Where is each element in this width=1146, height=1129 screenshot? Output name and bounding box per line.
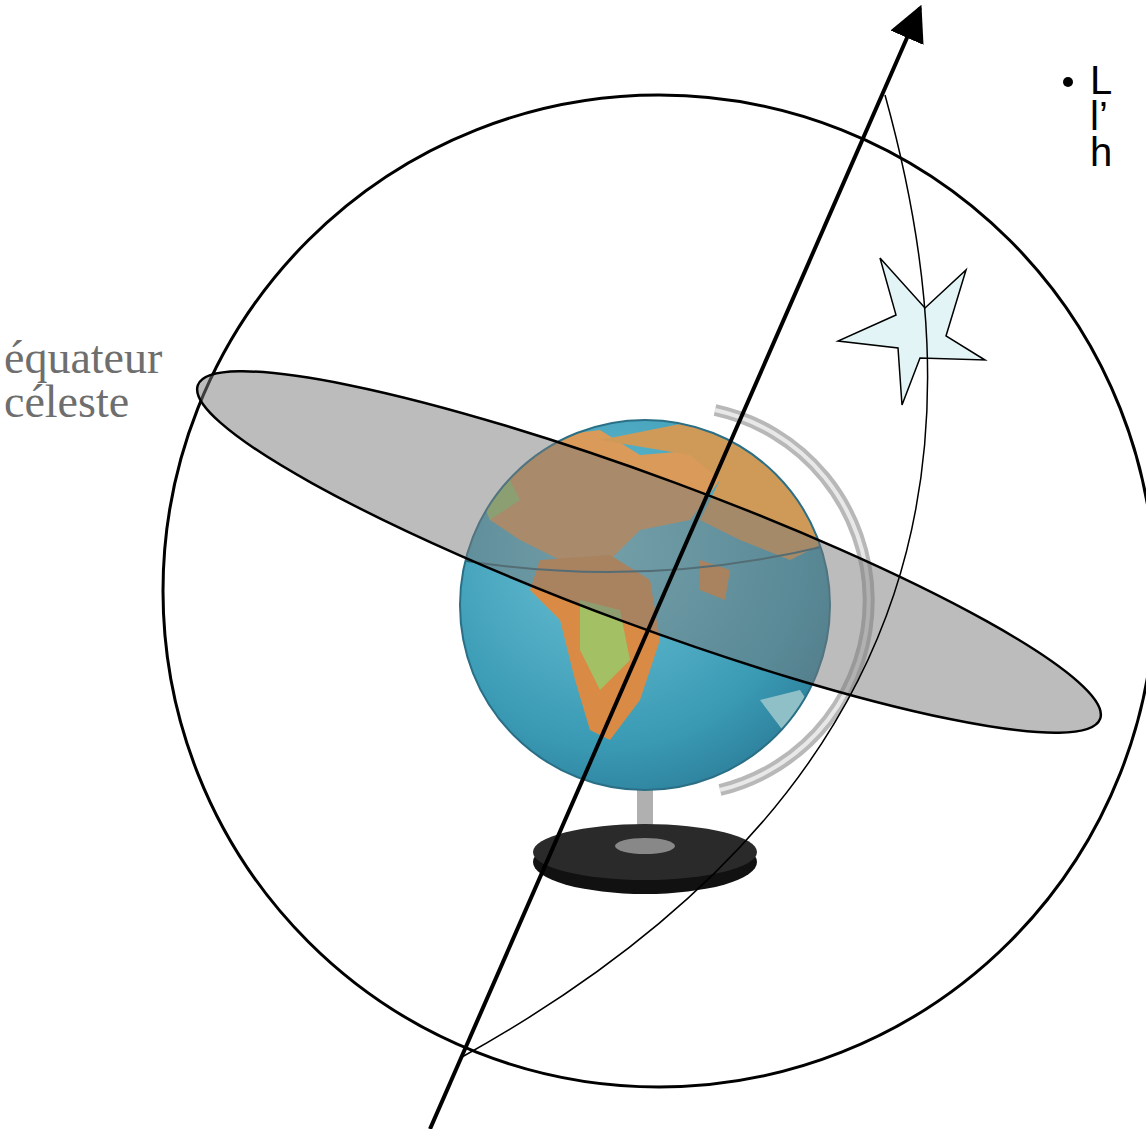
star-symbol [838,258,985,405]
celestial-sphere [163,95,1146,1087]
rotation-axis [430,8,920,1129]
slide-text: l’ [1090,96,1108,136]
hour-circle [462,95,928,1057]
slide-text: L [1090,60,1112,100]
bullet-point [1063,77,1073,87]
slide-text: h [1090,132,1112,172]
celestial-equator-plane [172,316,1126,789]
equator-label: équateur céleste [4,336,204,424]
